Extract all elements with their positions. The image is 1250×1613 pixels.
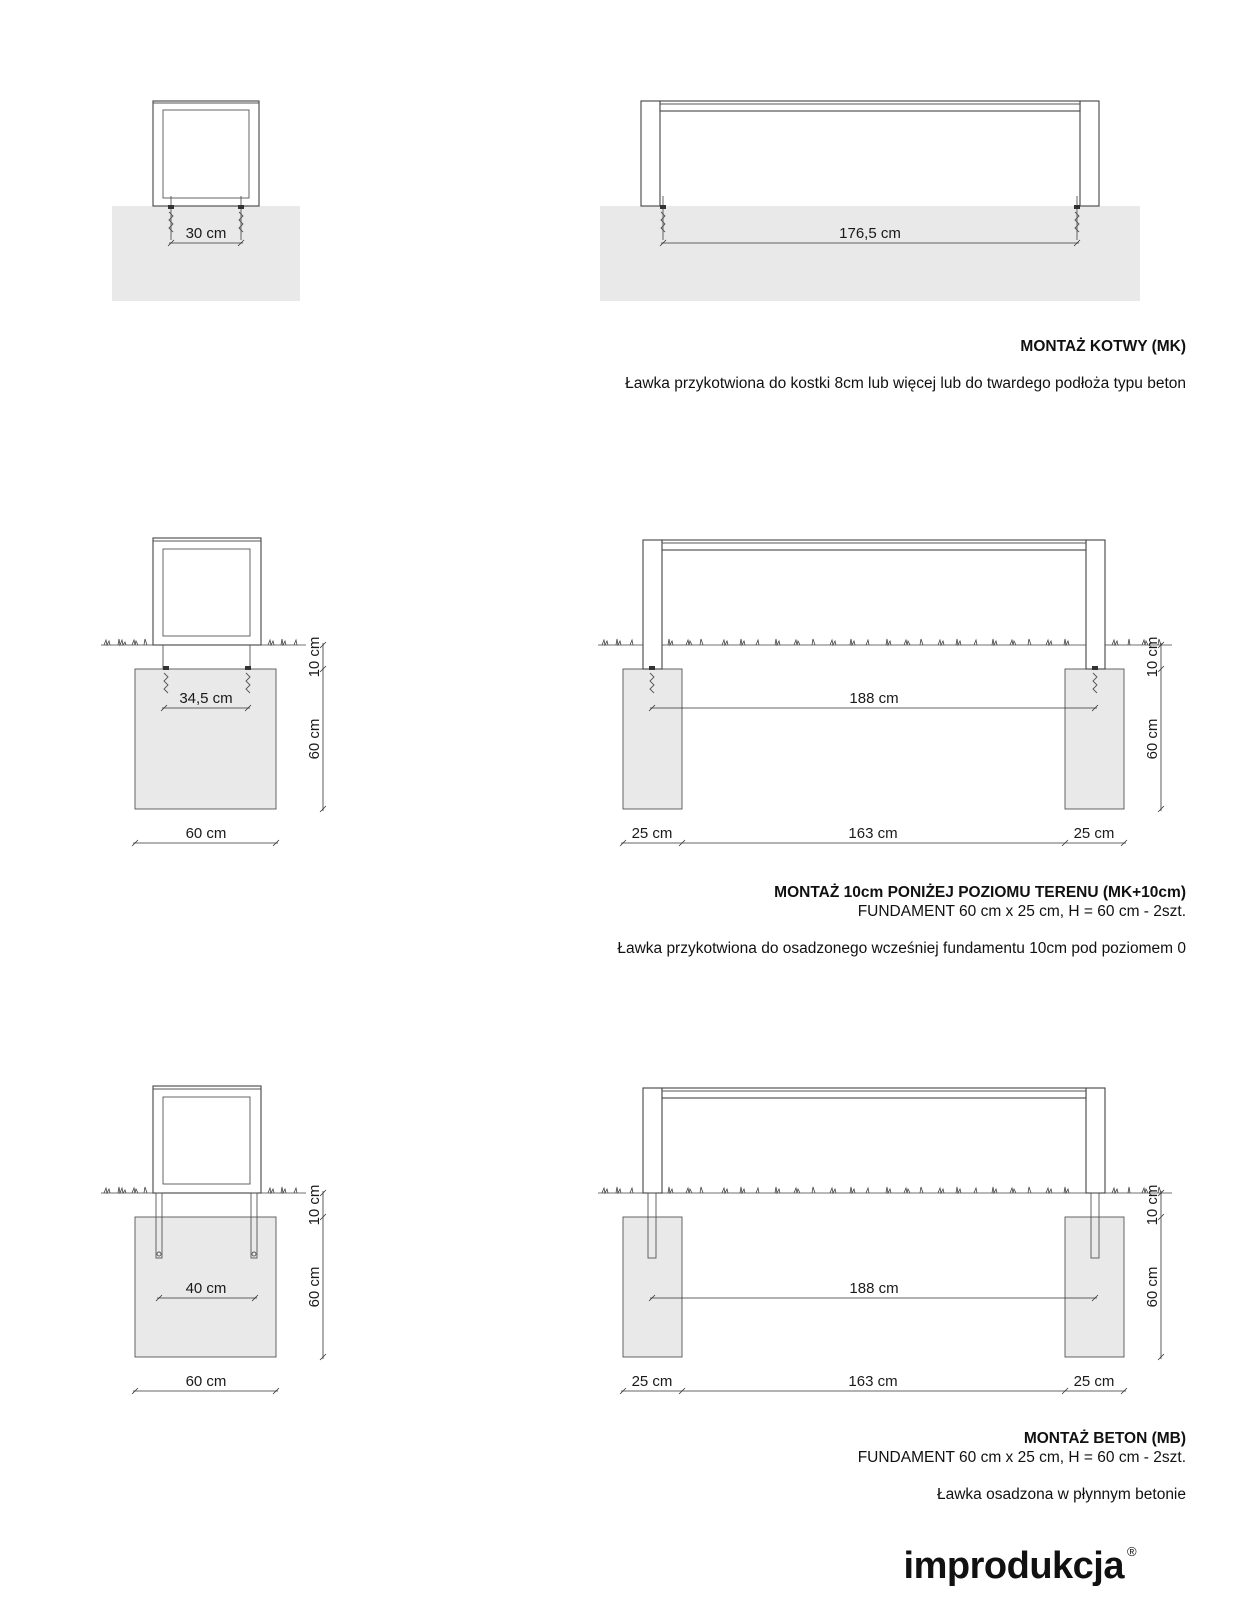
mb-side-depth-top-dim: 10 cm <box>306 1185 323 1226</box>
mb-front-right-post <box>1085 1087 1106 1194</box>
mk-description: Ławka przykotwiona do kostki 8cm lub wię… <box>625 375 1186 392</box>
mk-side-anchor-dim: 30 cm <box>186 225 227 242</box>
mk10-side-bench-frame <box>152 537 262 646</box>
mk10-description: Ławka przykotwiona do osadzonego wcześni… <box>617 940 1186 957</box>
mk-side-bench-frame <box>152 100 260 207</box>
mb-foundation: FUNDAMENT 60 cm x 25 cm, H = 60 cm - 2sz… <box>858 1449 1186 1466</box>
mk10-title: MONTAŻ 10cm PONIŻEJ POZIOMU TERENU (MK+1… <box>774 884 1186 901</box>
mk10-front-depth-found-dim: 60 cm <box>1144 719 1161 760</box>
mb-side-legs <box>155 1192 258 1259</box>
logo-registered-mark: ® <box>1127 1544 1137 1559</box>
mk-front-anchor-bolts <box>660 196 1080 240</box>
mk10-front-right-dim: 25 cm <box>1074 825 1115 842</box>
mk10-side-dims: 34,5 cm 60 cm 10 cm 60 cm <box>131 637 327 847</box>
mk10-side-anchor-dim: 34,5 cm <box>179 690 232 707</box>
mb-side-bench-frame <box>152 1085 262 1194</box>
mk-front-dimension: 176,5 cm <box>659 225 1081 247</box>
mk-front-anchor-dim: 176,5 cm <box>839 225 901 242</box>
brand-logo: improdukcja ® <box>904 1544 1137 1587</box>
mb-front-right-foundation <box>1064 1216 1125 1358</box>
mk-side-dimension: 30 cm <box>167 225 245 247</box>
mk10-front-mid-dim: 163 cm <box>848 825 897 842</box>
mb-front-depth-found-dim: 60 cm <box>1144 1267 1161 1308</box>
mk-side-ground <box>112 206 300 301</box>
mk10-front-left-post <box>642 539 663 670</box>
mk10-side-anchor-bolts <box>163 666 251 694</box>
mb-side-dims: 40 cm 60 cm 10 cm 60 cm <box>131 1185 327 1395</box>
section-mk10: 34,5 cm 60 cm 10 cm 60 cm <box>101 537 1186 957</box>
mk10-front-depth-top-dim: 10 cm <box>1144 637 1161 678</box>
mb-front-mid-dim: 163 cm <box>848 1373 897 1390</box>
mk10-front-anchor-dim: 188 cm <box>849 690 898 707</box>
mb-side-bench-inner <box>162 1096 251 1185</box>
mb-side-view: 40 cm 60 cm 10 cm 60 cm <box>101 1085 327 1395</box>
mb-front-seat <box>661 1087 1087 1099</box>
mk10-side-bench-inner <box>162 548 251 637</box>
mb-front-right-dim: 25 cm <box>1074 1373 1115 1390</box>
mk10-side-depth-top-dim: 10 cm <box>306 637 323 678</box>
mb-front-left-dim: 25 cm <box>632 1373 673 1390</box>
mk-front-ground <box>600 206 1140 301</box>
mk10-side-width-dim: 60 cm <box>186 825 227 842</box>
mb-front-anchor-dim: 188 cm <box>849 1280 898 1297</box>
mk10-front-view: 188 cm 25 cm 163 cm 25 cm 10 cm 60 cm <box>598 539 1172 847</box>
mb-side-depth-found-dim: 60 cm <box>306 1267 323 1308</box>
mk-front-seat <box>659 100 1081 112</box>
mk10-foundation: FUNDAMENT 60 cm x 25 cm, H = 60 cm - 2sz… <box>858 903 1186 920</box>
mb-front-embedded-legs <box>647 1192 1100 1259</box>
mb-front-dims: 188 cm 25 cm 163 cm 25 cm 10 cm 60 cm <box>619 1185 1165 1395</box>
section-mb: 40 cm 60 cm 10 cm 60 cm <box>101 1085 1186 1503</box>
logo-text: improdukcja <box>904 1545 1126 1587</box>
mb-title: MONTAŻ BETON (MB) <box>1024 1430 1186 1447</box>
mb-side-width-dim: 60 cm <box>186 1373 227 1390</box>
mk10-front-anchor-bolts <box>649 666 1098 694</box>
mk10-front-left-foundation <box>622 668 683 810</box>
mb-side-foundation <box>134 1216 277 1358</box>
mk10-front-left-dim: 25 cm <box>632 825 673 842</box>
mk10-front-dims: 188 cm 25 cm 163 cm 25 cm 10 cm 60 cm <box>619 637 1165 847</box>
mk-side-anchor-bolts <box>168 196 244 240</box>
mk-front-left-post <box>640 100 661 207</box>
mb-front-depth-top-dim: 10 cm <box>1144 1185 1161 1226</box>
section-mk: 30 cm 176,5 cm <box>112 100 1186 392</box>
mb-front-left-foundation <box>622 1216 683 1358</box>
mk10-side-depth-found-dim: 60 cm <box>306 719 323 760</box>
mk-title: MONTAŻ KOTWY (MK) <box>1020 338 1186 355</box>
mb-description: Ławka osadzona w płynnym betonie <box>937 1486 1186 1503</box>
mk-front-view: 176,5 cm <box>600 100 1140 301</box>
mk-side-view: 30 cm <box>112 100 300 301</box>
mb-front-view: 188 cm 25 cm 163 cm 25 cm 10 cm 60 cm <box>598 1087 1172 1395</box>
mk10-side-view: 34,5 cm 60 cm 10 cm 60 cm <box>101 537 327 847</box>
mk10-front-seat <box>661 539 1087 551</box>
mb-side-leg-dim: 40 cm <box>186 1280 227 1297</box>
mk10-side-foundation <box>134 668 277 810</box>
mk10-front-right-post <box>1085 539 1106 670</box>
mk-side-bench-inner <box>162 109 250 199</box>
mb-front-left-post <box>642 1087 663 1194</box>
mk-front-right-post <box>1079 100 1100 207</box>
